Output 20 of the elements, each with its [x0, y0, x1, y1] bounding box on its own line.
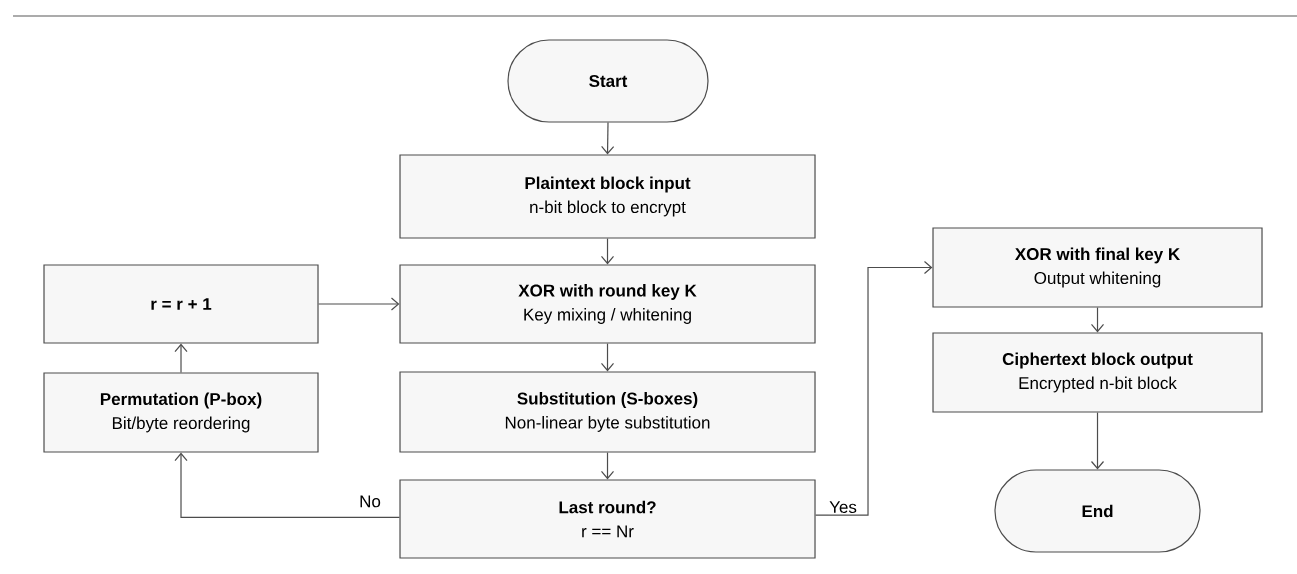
- arrow: [601, 122, 615, 155]
- process-box: r = r + 1: [43, 264, 319, 344]
- arrow: [600, 238, 615, 265]
- process-box: Substitution (S-boxes) Non-linear byte substitution: [399, 371, 816, 453]
- arrow: [174, 343, 188, 373]
- arrow: [174, 452, 400, 518]
- arrow: [318, 297, 400, 311]
- edge-label: Yes: [828, 500, 858, 515]
- process-box: Ciphertext block output Encrypted n-bit block: [932, 332, 1263, 413]
- process-box: XOR with round key K Key mixing / whitening: [399, 264, 816, 344]
- arrow: [1090, 307, 1105, 333]
- process-box: XOR with final key K Output whitening: [932, 227, 1263, 308]
- process-box: Last round? r == Nr: [399, 479, 816, 559]
- process-box: Permutation (P-box) Bit/byte reordering: [43, 372, 319, 453]
- arrow: [1090, 412, 1105, 470]
- process-box: Plaintext block input n-bit block to encrypt: [399, 154, 816, 239]
- arrow: [600, 343, 615, 372]
- arrow: [600, 452, 615, 480]
- edge-label: No: [358, 494, 382, 509]
- arrow: [815, 260, 933, 516]
